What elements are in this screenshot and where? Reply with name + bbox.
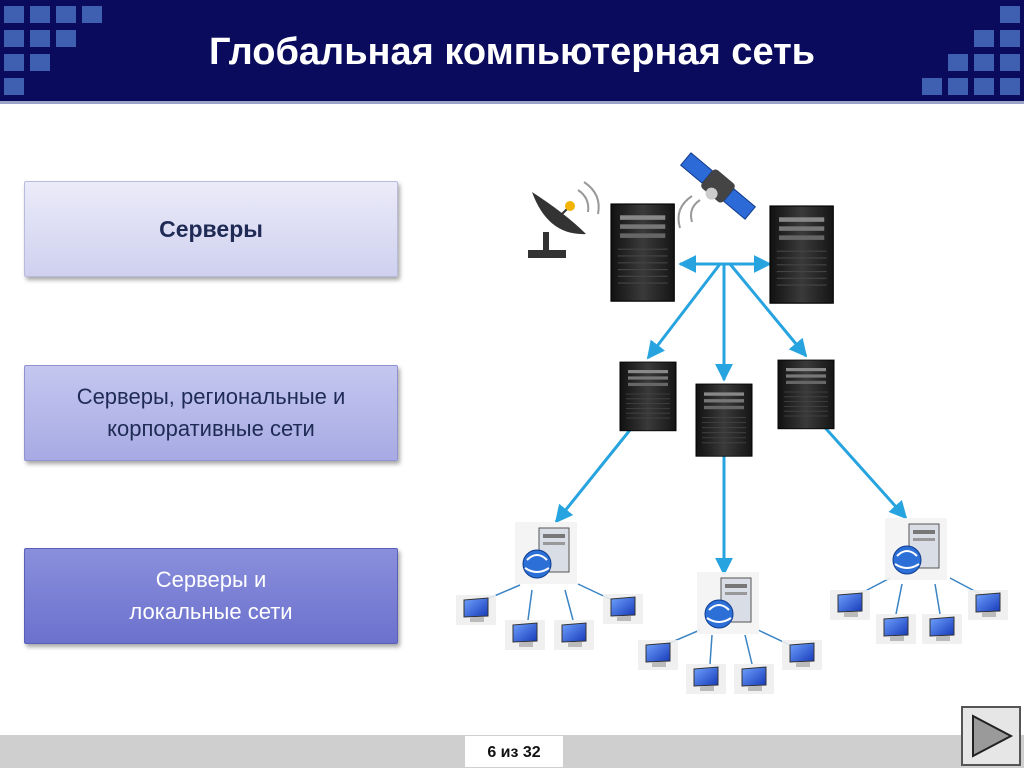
- play-triangle-icon: [972, 714, 1014, 758]
- header-decor-square: [56, 6, 76, 23]
- header-decor-square: [1000, 30, 1020, 47]
- server-tower-icon: [695, 383, 753, 457]
- header-decor-square: [922, 78, 942, 95]
- header-bar: Глобальная компьютерная сеть: [0, 0, 1024, 104]
- header-decor-square: [4, 30, 24, 47]
- monitor-icon: [504, 619, 546, 651]
- header-decor-square: [30, 54, 50, 71]
- level-box-servers: Серверы: [24, 181, 398, 277]
- header-decor-square: [30, 30, 50, 47]
- monitor-icon: [685, 663, 727, 695]
- header-decor-square: [1000, 6, 1020, 23]
- header-decor-square: [4, 54, 24, 71]
- server-tower-icon: [610, 203, 675, 302]
- header-decor-square: [948, 78, 968, 95]
- level-box-label: локальные сети: [129, 599, 293, 624]
- header-decor-square: [1000, 78, 1020, 95]
- header-decor-square: [974, 78, 994, 95]
- header-decor-square: [974, 30, 994, 47]
- header-decor-square: [948, 54, 968, 71]
- monitor-icon: [637, 639, 679, 671]
- slide-title: Глобальная компьютерная сеть: [208, 31, 816, 73]
- lan-server-icon: [884, 517, 948, 581]
- server-tower-icon: [619, 361, 677, 432]
- next-slide-button[interactable]: [961, 706, 1021, 766]
- header-decor-square: [56, 30, 76, 47]
- header-underline: [0, 101, 1024, 104]
- satellite-icon: [679, 152, 757, 220]
- level-box-label: Серверы: [159, 215, 263, 242]
- monitor-icon: [875, 613, 917, 645]
- page-indicator: 6 из 32: [464, 735, 564, 768]
- level-box-label: корпоративные сети: [107, 416, 315, 441]
- monitor-icon: [829, 589, 871, 621]
- network-diagram: [455, 152, 1009, 695]
- server-tower-icon: [769, 205, 834, 304]
- lan-server-icon: [696, 571, 760, 635]
- header-decor-square: [974, 54, 994, 71]
- header-decor-square: [1000, 54, 1020, 71]
- monitor-icon: [455, 594, 497, 626]
- header-decor-square: [82, 6, 102, 23]
- level-box-local: Серверы и локальные сети: [24, 548, 398, 644]
- header-decor-square: [30, 6, 50, 23]
- level-box-label: Серверы и: [155, 567, 267, 592]
- lan-server-icon: [514, 521, 578, 585]
- satellite-dish-icon: [528, 181, 600, 258]
- monitor-icon: [921, 613, 963, 645]
- header-decor-square: [4, 78, 24, 95]
- level-box-regional: Серверы, региональные и корпоративные се…: [24, 365, 398, 461]
- monitor-icon: [967, 589, 1009, 621]
- server-tower-icon: [777, 359, 835, 430]
- level-box-label: Серверы, региональные и: [76, 384, 346, 409]
- header-decor-square: [4, 6, 24, 23]
- monitor-icon: [602, 593, 644, 625]
- monitor-icon: [553, 619, 595, 651]
- monitor-icon: [733, 663, 775, 695]
- monitor-icon: [781, 639, 823, 671]
